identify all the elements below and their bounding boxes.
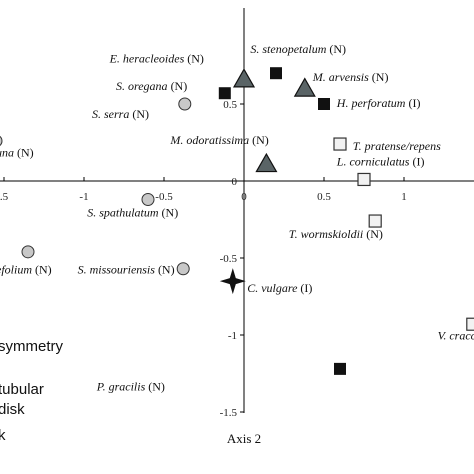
point-triangle-marker [255,152,278,173]
y-tick-label: -1.5 [220,407,238,419]
legend-entry: symmetry [0,338,63,355]
point-label-origin: (N) [363,227,383,241]
legend-entry: disk [0,401,25,418]
point-square-marker [218,87,231,100]
point-label: V. cracc [438,329,474,343]
point-label-name: S. serra [92,107,129,121]
point-label-origin: (I) [297,281,312,295]
point-circle-marker [0,135,3,147]
point-label-name: E. heracleoides [109,51,185,65]
point-open-square-marker [368,214,382,228]
point-label: C. vulgare (I) [247,281,312,295]
point-label-origin: (N) [129,107,149,121]
point-label-name: efolium [0,262,32,276]
point-label-name: S. stenopetalum [250,42,326,56]
y-tick-label: 0 [232,176,238,188]
data-points [0,67,474,375]
point-label: S. spathulatum (N) [87,205,178,219]
point-label-name: S. spathulatum [87,205,159,219]
point-square-marker [318,98,330,110]
point-label: T. pratense/repens [353,139,441,153]
point-open-square-marker [333,137,347,151]
point-square-marker [334,362,346,375]
x-tick-label: 1 [401,191,407,203]
tick-marks: .5 -1 -0.5 0 0.5 1 0.5 0 -0.5 -1 -1.5 [0,99,407,419]
point-label: una (N) [0,145,34,159]
point-triangle-marker [232,68,256,88]
point-label: P. gracilis (N) [96,379,165,393]
legend-fragment: symmetry tubular disk k [0,338,63,444]
point-label-name: una [0,145,14,159]
point-label-name: T. pratense/repens [353,139,441,153]
point-circle-marker [176,262,190,276]
point-label-name: S. missouriensis [78,262,156,276]
point-label-origin: (N) [184,51,204,65]
point-label-origin: (I) [405,96,420,110]
point-open-square-marker [357,172,371,187]
x-tick-label: -0.5 [155,191,173,203]
point-label: S. oregana (N) [116,79,187,93]
point-label: S. stenopetalum (N) [250,42,346,56]
x-tick-label: -1 [79,191,88,203]
point-label: S. serra (N) [92,107,149,121]
point-label: H. perforatum (I) [336,96,421,110]
point-square-marker [270,67,282,80]
point-label-name: L. corniculatus [336,155,410,169]
point-label-origin: (N) [168,79,188,93]
point-labels: una (N)S. serra (N)S. spathulatum (N)efo… [0,42,474,393]
point-label: E. heracleoides (N) [109,51,204,65]
legend-entry: k [0,427,6,444]
point-label-origin: (N) [32,262,52,276]
point-label: L. corniculatus (I) [336,155,425,169]
axes [0,8,474,413]
y-tick-label: -1 [228,330,237,342]
point-label-name: M. odoratissima [169,133,249,147]
point-label-origin: (N) [14,145,34,159]
point-label: M. odoratissima (N) [169,133,268,147]
y-axis-title: Axis 2 [227,431,261,446]
point-label-name: M. arvensis [312,70,369,84]
point-label-name: P. gracilis [96,379,146,393]
point-label-origin: (N) [249,133,269,147]
point-label-name: H. perforatum [336,96,406,110]
point-label-name: S. oregana [116,79,168,93]
point-label-origin: (N) [145,379,165,393]
point-label: efolium (N) [0,262,52,276]
point-label-origin: (I) [409,155,424,169]
point-label: S. missouriensis (N) [78,262,175,276]
point-label-name: T. wormskioldii [289,227,363,241]
x-tick-label: .5 [0,191,9,203]
point-circle-marker [21,245,35,259]
point-label-name: V. cracc [438,329,474,343]
x-tick-label: 0.5 [317,191,331,203]
y-tick-label: -0.5 [220,253,238,265]
point-triangle-marker [293,77,316,97]
x-tick-label: 0 [241,191,247,203]
point-label: T. wormskioldii (N) [289,227,383,241]
point-label: M. arvensis (N) [312,70,389,84]
point-open-square-marker [466,317,474,331]
y-tick-label: 0.5 [223,99,237,111]
point-star-marker [219,268,246,295]
point-label-origin: (N) [155,262,175,276]
point-label-origin: (N) [159,205,179,219]
legend-entry: tubular [0,381,44,398]
point-label-origin: (N) [369,70,389,84]
point-circle-marker [141,192,155,206]
point-label-origin: (N) [326,42,346,56]
point-label-name: C. vulgare [247,281,298,295]
point-circle-marker [178,97,192,111]
